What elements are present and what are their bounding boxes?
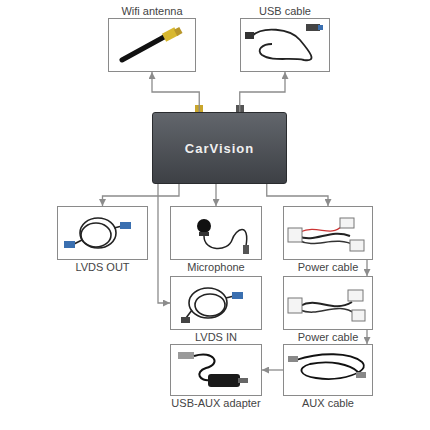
part-label: Power cable bbox=[297, 261, 360, 273]
caption-holder: Power cable bbox=[297, 330, 360, 343]
power-cable-picture bbox=[288, 218, 364, 251]
component-box: Wifi antenna bbox=[108, 18, 196, 72]
part-label: Wifi antenna bbox=[120, 5, 183, 17]
connector-arrow bbox=[215, 184, 216, 206]
power-cable-picture bbox=[288, 290, 365, 321]
connector-arrow bbox=[262, 369, 283, 370]
part-label: AUX cable bbox=[301, 397, 355, 409]
part-label: Microphone bbox=[186, 261, 245, 273]
connector-arrow bbox=[267, 184, 328, 206]
component-box: Power cable bbox=[283, 206, 373, 260]
wifi-antenna-picture bbox=[122, 27, 183, 60]
connector-arrow bbox=[158, 184, 170, 303]
caption-holder: Power cable bbox=[297, 260, 360, 273]
part-label: LVDS IN bbox=[194, 331, 238, 343]
connector-arrow bbox=[152, 72, 199, 112]
usb-cable-picture bbox=[245, 24, 323, 60]
part-label: Power cable bbox=[297, 331, 360, 343]
brand-label: CarVision bbox=[185, 141, 254, 156]
caption-holder: LVDS IN bbox=[194, 330, 238, 343]
component-box: AUX cable bbox=[283, 344, 373, 396]
lvds-in-picture bbox=[181, 288, 243, 323]
component-box: Microphone bbox=[170, 206, 262, 260]
caption-holder: Microphone bbox=[186, 260, 245, 273]
part-label: USB-AUX adapter bbox=[170, 397, 261, 409]
component-box: USB-AUX adapter bbox=[170, 344, 262, 396]
component-box: LVDS IN bbox=[170, 276, 262, 330]
component-box: USB cable bbox=[240, 18, 330, 72]
caption-holder: Wifi antenna bbox=[120, 4, 183, 17]
component-box: Power cable bbox=[283, 276, 373, 330]
caption-holder: USB cable bbox=[258, 4, 312, 17]
component-box: LVDS OUT bbox=[57, 206, 148, 260]
lvds-out-picture bbox=[64, 218, 131, 248]
usb-aux-adapter-picture bbox=[178, 352, 248, 387]
module-box: CarVision bbox=[152, 112, 287, 184]
connector-arrow bbox=[103, 184, 180, 206]
caption-holder: LVDS OUT bbox=[74, 260, 130, 273]
caption-holder: USB-AUX adapter bbox=[170, 396, 261, 409]
module-ports bbox=[195, 105, 244, 112]
part-label: LVDS OUT bbox=[74, 261, 130, 273]
aux-cable-picture bbox=[288, 354, 366, 379]
part-label: USB cable bbox=[258, 5, 312, 17]
microphone-picture bbox=[197, 219, 249, 254]
connector-arrow bbox=[366, 330, 367, 344]
connector-arrow bbox=[240, 72, 285, 112]
connector-arrow bbox=[366, 260, 367, 276]
caption-holder: AUX cable bbox=[301, 396, 355, 409]
